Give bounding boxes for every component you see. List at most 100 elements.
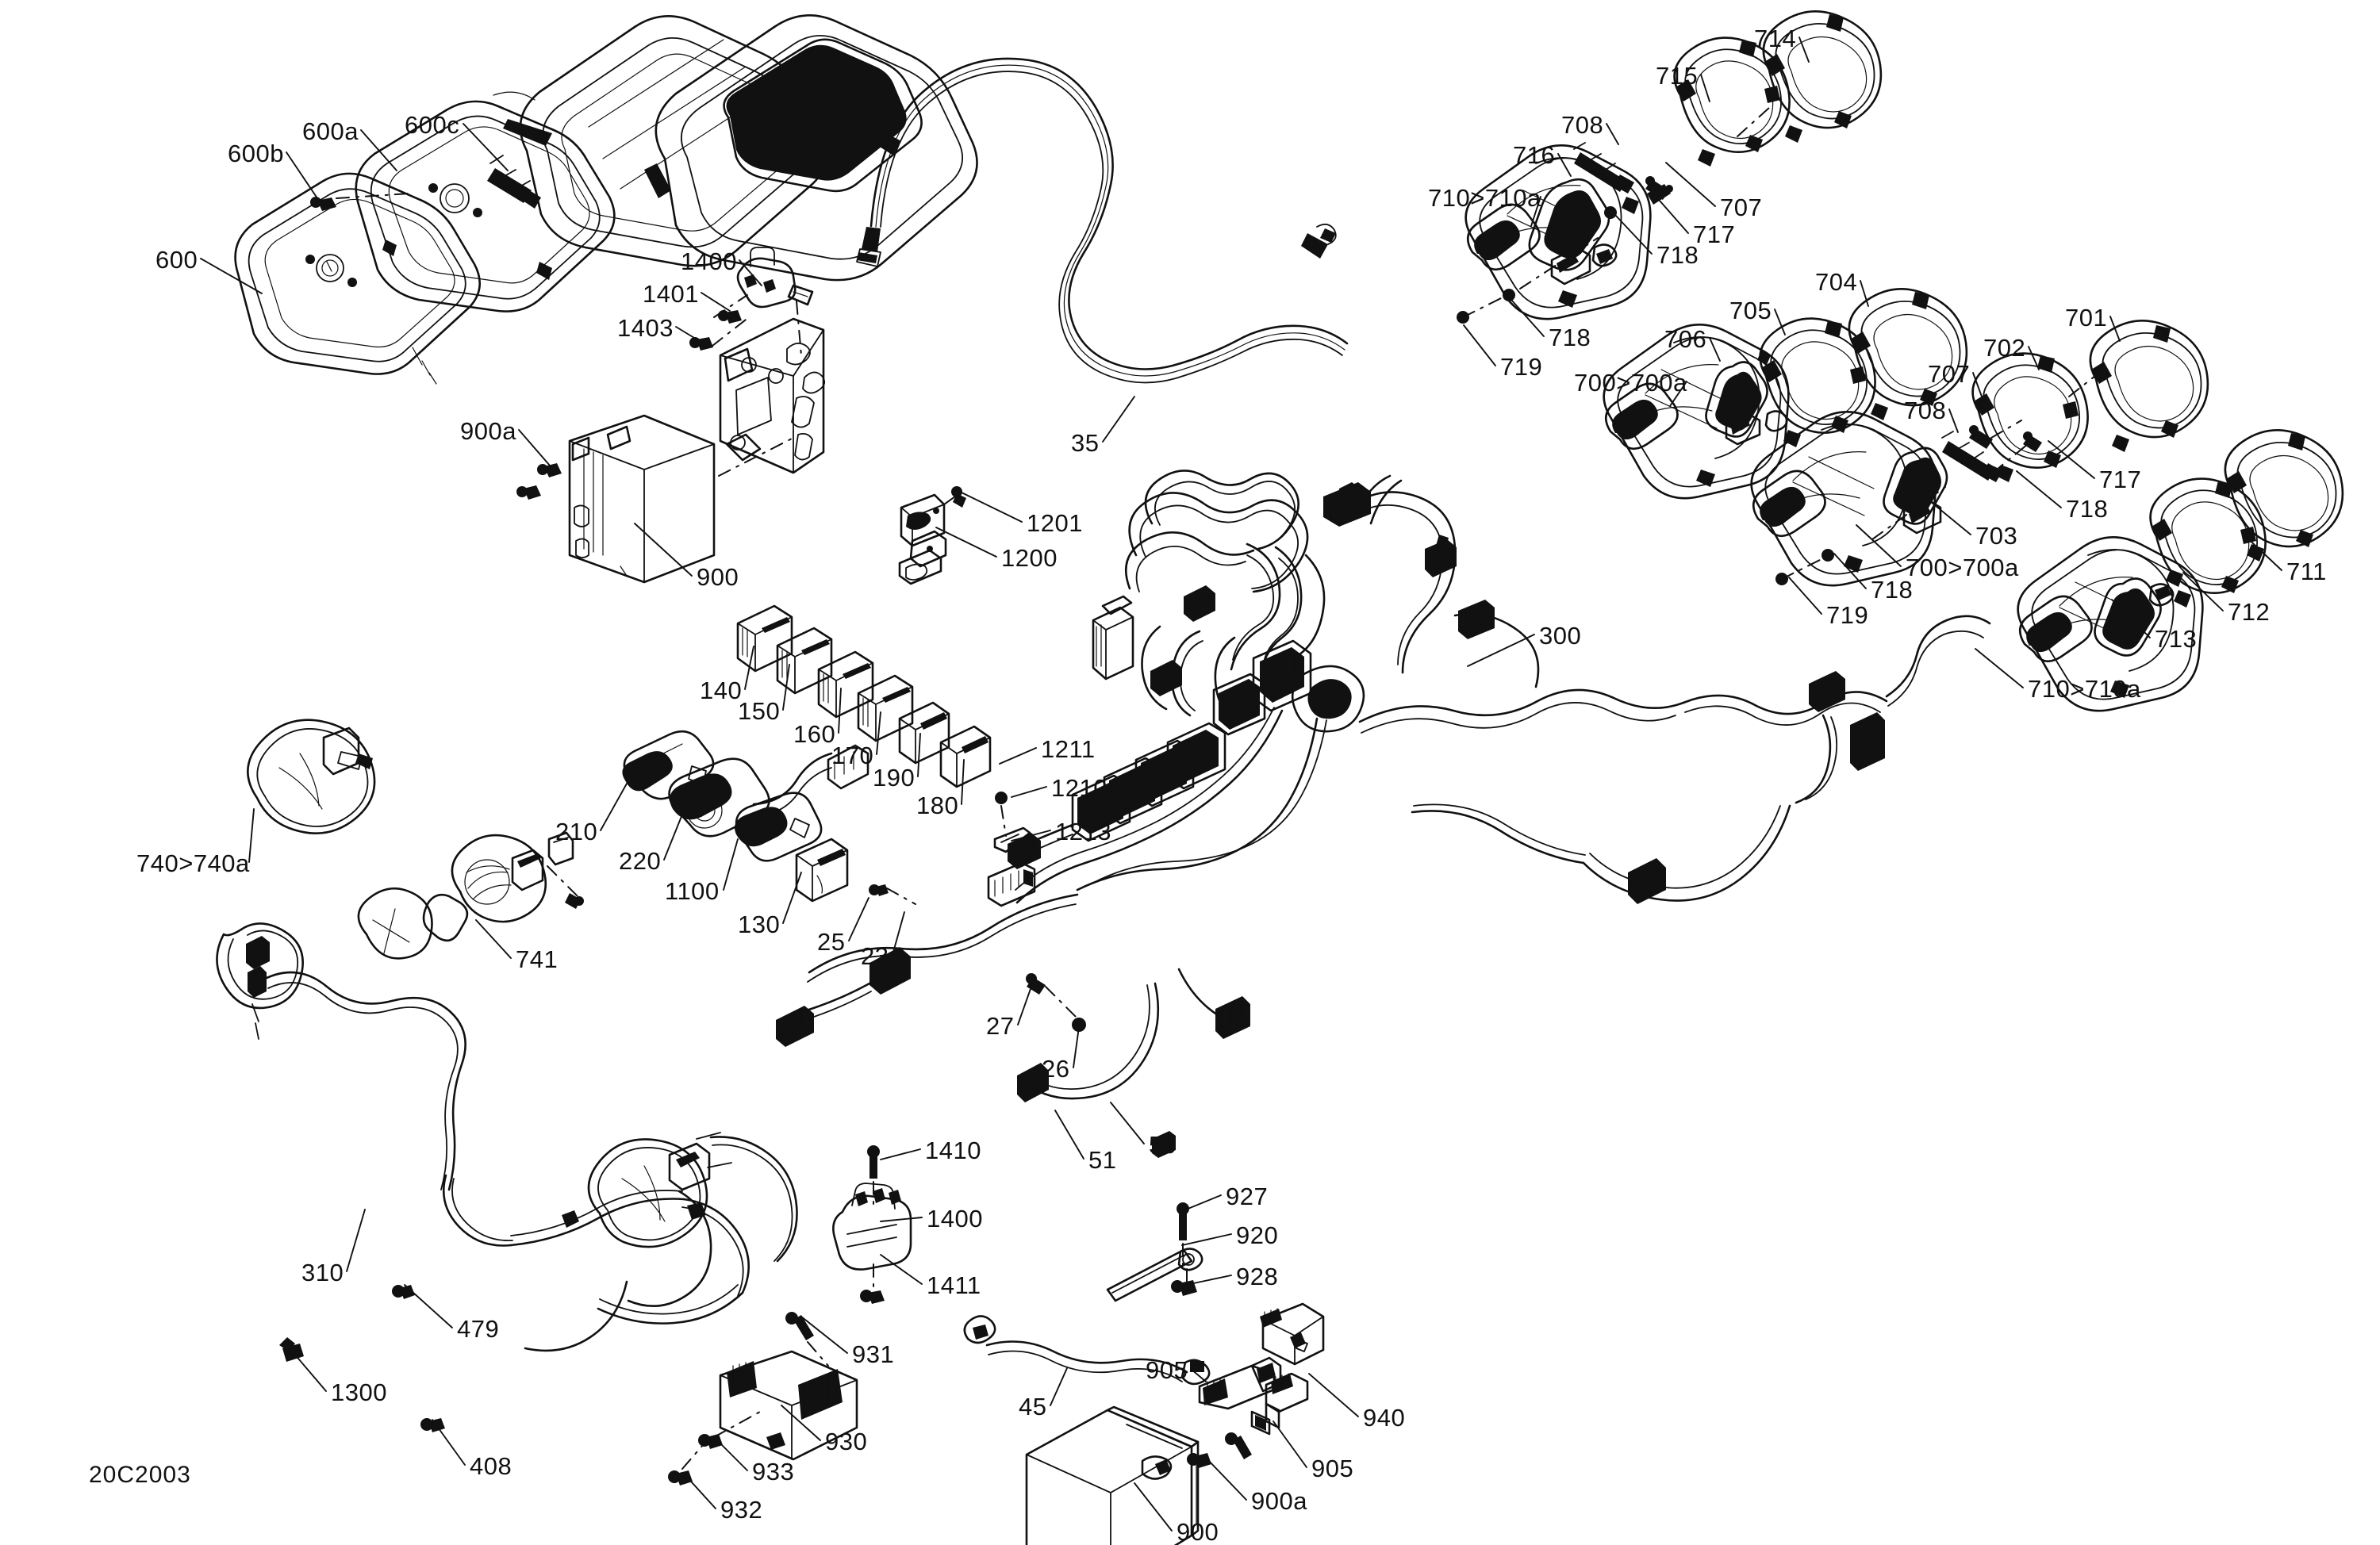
part-708-screw-top [1573, 142, 1634, 194]
part-930-ecu-module [713, 1350, 858, 1461]
callout-180: 180 [916, 792, 959, 819]
leader-line-310 [346, 1209, 366, 1272]
part-1211-pin [995, 792, 1008, 837]
leader-line-718 [1614, 213, 1653, 255]
part-600a-gauge-upper [355, 91, 616, 312]
leader-line-51 [1054, 1110, 1084, 1160]
callout-707: 707 [1928, 360, 1971, 388]
part-719-dot-top [1457, 289, 1515, 324]
leader-line-1200 [935, 527, 997, 558]
callout-26: 26 [1042, 1055, 1070, 1083]
callout-718: 718 [1549, 324, 1591, 351]
callout-1210: 1210 [1051, 774, 1107, 802]
leader-line-1400 [739, 259, 762, 286]
callout-705: 705 [1729, 297, 1772, 324]
part-300-main-harness [776, 470, 1991, 1158]
callout-1100: 1100 [665, 877, 720, 905]
leader-line-408 [432, 1419, 466, 1466]
leader-line-1210 [1011, 786, 1047, 798]
callout-740-740a: 740>740a [136, 849, 250, 877]
leader-line-180 [961, 759, 965, 805]
callout-718: 718 [2066, 495, 2109, 523]
leader-line-700-700a [1856, 524, 1902, 567]
part-703-bracket [1871, 447, 1948, 540]
part-718-dot-top [1604, 206, 1617, 219]
callout-712: 712 [2228, 598, 2271, 626]
leader-line-50 [1110, 1102, 1145, 1144]
part-1411-nut [860, 1290, 885, 1304]
leader-line-715 [1700, 74, 1710, 102]
leader-line-713 [2111, 599, 2151, 638]
part-switch-160 [817, 650, 874, 719]
callout-27: 27 [986, 1012, 1015, 1040]
part-714-ring [1737, 10, 1883, 143]
part-switch-170 [857, 674, 914, 742]
part-704-ring [1848, 288, 1968, 420]
leader-line-170 [876, 711, 881, 755]
callout-920: 920 [1236, 1221, 1279, 1249]
leader-line-928 [1185, 1275, 1232, 1286]
callout-900a: 900a [1251, 1487, 1307, 1515]
part-707-screw-right [1969, 420, 2022, 449]
leader-line-27 [1017, 986, 1032, 1026]
callout-932: 932 [720, 1496, 763, 1524]
leader-line-710-710a [1530, 196, 1541, 227]
part-600b-screw [310, 193, 410, 211]
leader-line-708 [1948, 408, 1959, 433]
leader-line-600a [360, 129, 397, 171]
leader-line-706 [1709, 337, 1721, 362]
part-27-screw [1026, 973, 1080, 1021]
leader-line-714 [1798, 36, 1810, 63]
part-1213-connector [987, 861, 1036, 907]
leader-line-150 [782, 664, 790, 711]
callout-928: 928 [1236, 1263, 1279, 1290]
leader-line-300 [1467, 634, 1535, 667]
part-700a-lamp-upper [1603, 324, 1790, 500]
callout-933: 933 [752, 1458, 795, 1486]
part-45-battery-cable [963, 1315, 1211, 1386]
callout-716: 716 [1513, 141, 1556, 169]
callout-190: 190 [873, 764, 916, 792]
part-fuse-block [1071, 722, 1226, 842]
callout-710-710a: 710>710a [1428, 184, 1541, 212]
part-741-bulb-assembly [357, 831, 584, 960]
leader-line-940 [1308, 1373, 1359, 1417]
callout-479: 479 [457, 1315, 500, 1343]
leader-line-932 [683, 1473, 716, 1509]
leader-line-900 [1134, 1482, 1173, 1532]
leader-line-920 [1181, 1233, 1232, 1246]
leader-line-900a [518, 429, 556, 473]
part-719-dot-lower [1775, 553, 1833, 585]
leader-line-707 [1972, 372, 1983, 397]
callout-1410: 1410 [925, 1137, 981, 1164]
callout-130: 130 [738, 911, 781, 938]
leader-line-719 [1463, 324, 1496, 366]
part-switch-140 [736, 604, 793, 673]
part-130-switch [795, 838, 849, 903]
leader-line-26 [1073, 1026, 1080, 1068]
callout-210: 210 [555, 818, 598, 845]
leader-line-711 [2241, 532, 2282, 571]
part-1400-sensor-top [736, 247, 814, 356]
callout-927: 927 [1226, 1183, 1269, 1210]
part-717-screw-mid [2023, 431, 2042, 452]
part-920-strap [1106, 1248, 1203, 1302]
leader-line-1410 [880, 1148, 921, 1160]
callout-700-700a: 700>700a [1906, 554, 2019, 581]
callout-718: 718 [1871, 576, 1914, 604]
callout-708: 708 [1904, 397, 1947, 424]
leader-line-933 [713, 1436, 748, 1471]
callout-600a: 600a [302, 117, 359, 145]
part-600-gauge-lower [234, 172, 481, 385]
callout-711: 711 [2286, 558, 2327, 585]
part-900-relay-box-top [568, 414, 794, 584]
leader-line-719 [1788, 577, 1822, 615]
part-25-screw [869, 884, 916, 905]
part-710a-lamp-lower [2017, 536, 2204, 712]
leader-line-718 [1833, 553, 1867, 589]
part-switch-180 [939, 725, 992, 788]
leader-line-1213 [1011, 830, 1051, 842]
callout-905: 905 [1311, 1455, 1354, 1482]
leader-line-701 [2109, 316, 2121, 342]
